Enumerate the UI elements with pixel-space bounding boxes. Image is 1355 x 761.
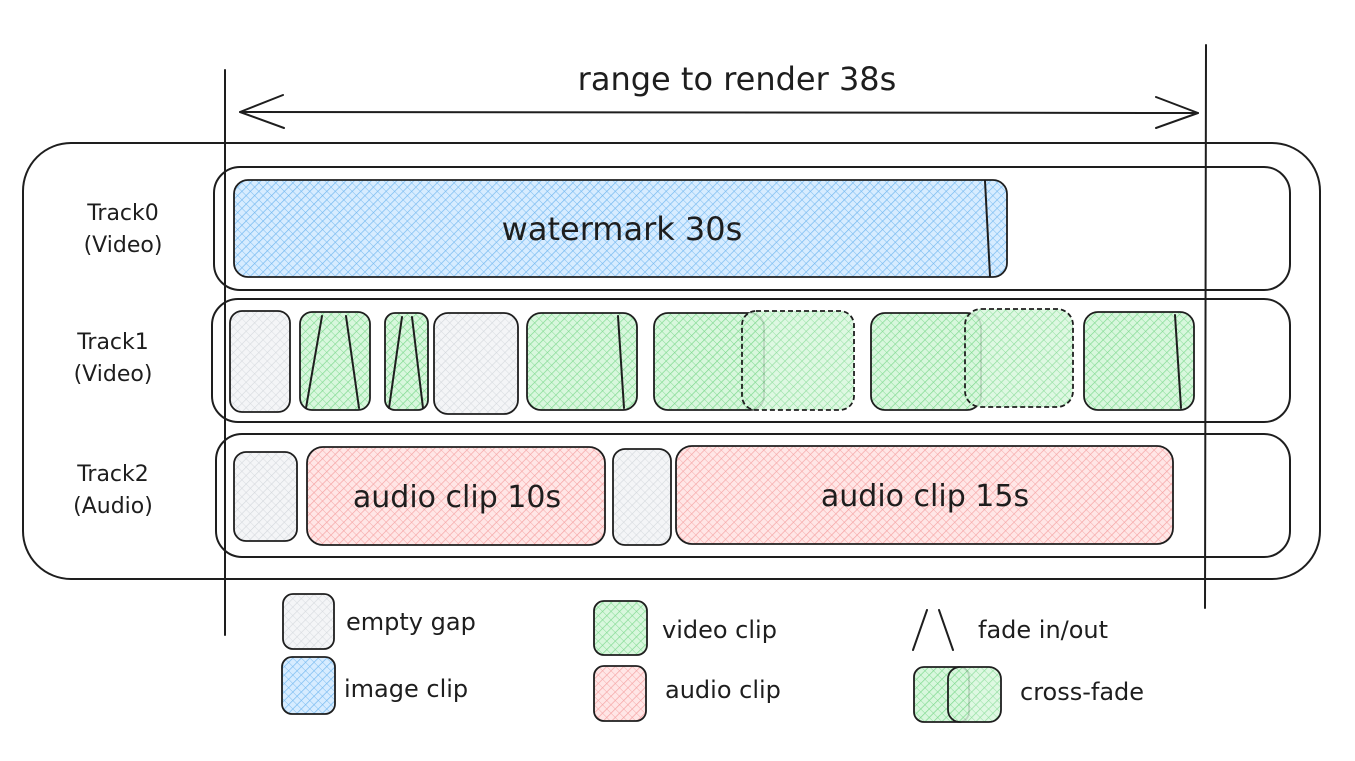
- track-0-lane: watermark 30s: [213, 166, 1291, 291]
- cross-fade-clip: [741, 310, 855, 411]
- fade-out-icon: [411, 316, 424, 409]
- legend-empty-gap: empty gap: [282, 593, 476, 650]
- fade-out-icon: [984, 180, 991, 277]
- watermark-image-clip: [233, 179, 1008, 278]
- audio-clip-label: audio clip 10s: [353, 480, 561, 515]
- legend-cross-fade: cross-fade: [913, 666, 1144, 723]
- video-clip-swatch: [593, 600, 648, 656]
- range-end-line: [1204, 44, 1207, 609]
- timeline-frame: [22, 142, 1321, 580]
- track-lane: [213, 166, 1291, 291]
- fade-out-icon: [938, 609, 954, 651]
- empty-gap: [233, 451, 298, 542]
- video-clip: [1083, 311, 1195, 411]
- fade-out-icon: [617, 315, 625, 409]
- track-2-lane: audio clip 10s audio clip 15s: [215, 433, 1291, 558]
- empty-gap: [433, 312, 519, 415]
- track-kind: (Video): [74, 362, 153, 387]
- track-name: Track2: [76, 462, 149, 487]
- audio-clip-label: audio clip 15s: [821, 479, 1029, 514]
- track-kind: (Audio): [73, 494, 153, 519]
- legend-image-clip: image clip: [281, 656, 468, 715]
- legend: empty gap image clip video clip audio cl…: [281, 593, 1144, 723]
- audio-clip: [675, 445, 1174, 545]
- legend-label: audio clip: [665, 676, 781, 704]
- audio-clip: [306, 446, 606, 546]
- track-label-0: Track0 (Video): [84, 201, 163, 258]
- video-clip: [526, 312, 638, 411]
- legend-label: image clip: [344, 675, 468, 703]
- legend-label: cross-fade: [1020, 678, 1144, 706]
- audio-clip-swatch: [593, 665, 647, 722]
- fade-out-icon: [345, 315, 360, 409]
- watermark-label: watermark 30s: [502, 210, 743, 248]
- legend-label: video clip: [662, 616, 777, 644]
- range-arrow-line: [239, 111, 1199, 114]
- image-clip-swatch: [281, 656, 336, 715]
- legend-fade: fade in/out: [912, 609, 1108, 651]
- cross-fade-swatch-b: [947, 666, 1002, 723]
- legend-label: fade in/out: [978, 616, 1108, 644]
- empty-gap-swatch: [282, 593, 335, 650]
- track-lane: [211, 298, 1291, 423]
- track-name: Track1: [76, 330, 149, 355]
- track-label-2: Track2 (Audio): [73, 462, 153, 519]
- fade-out-icon: [1174, 314, 1182, 409]
- empty-gap: [229, 310, 291, 413]
- track-1-lane: [211, 298, 1291, 423]
- arrow-right-icon: [1155, 96, 1199, 129]
- legend-audio-clip: audio clip: [593, 665, 781, 722]
- video-clip: [299, 311, 371, 411]
- track-lane: [215, 433, 1291, 558]
- fade-in-icon: [912, 609, 928, 651]
- arrow-left-icon: [239, 94, 285, 129]
- track-name: Track0: [86, 201, 159, 226]
- empty-gap: [612, 448, 672, 546]
- track-label-1: Track1 (Video): [74, 330, 153, 387]
- fade-in-icon: [305, 315, 323, 409]
- cross-fade-clip: [964, 308, 1074, 408]
- legend-video-clip: video clip: [593, 600, 777, 656]
- range-marker: range to render 38s: [224, 44, 1207, 636]
- video-clip: [384, 312, 429, 411]
- legend-label: empty gap: [346, 608, 476, 636]
- track-kind: (Video): [84, 233, 163, 258]
- range-label: range to render 38s: [578, 60, 897, 98]
- fade-in-icon: [388, 316, 403, 409]
